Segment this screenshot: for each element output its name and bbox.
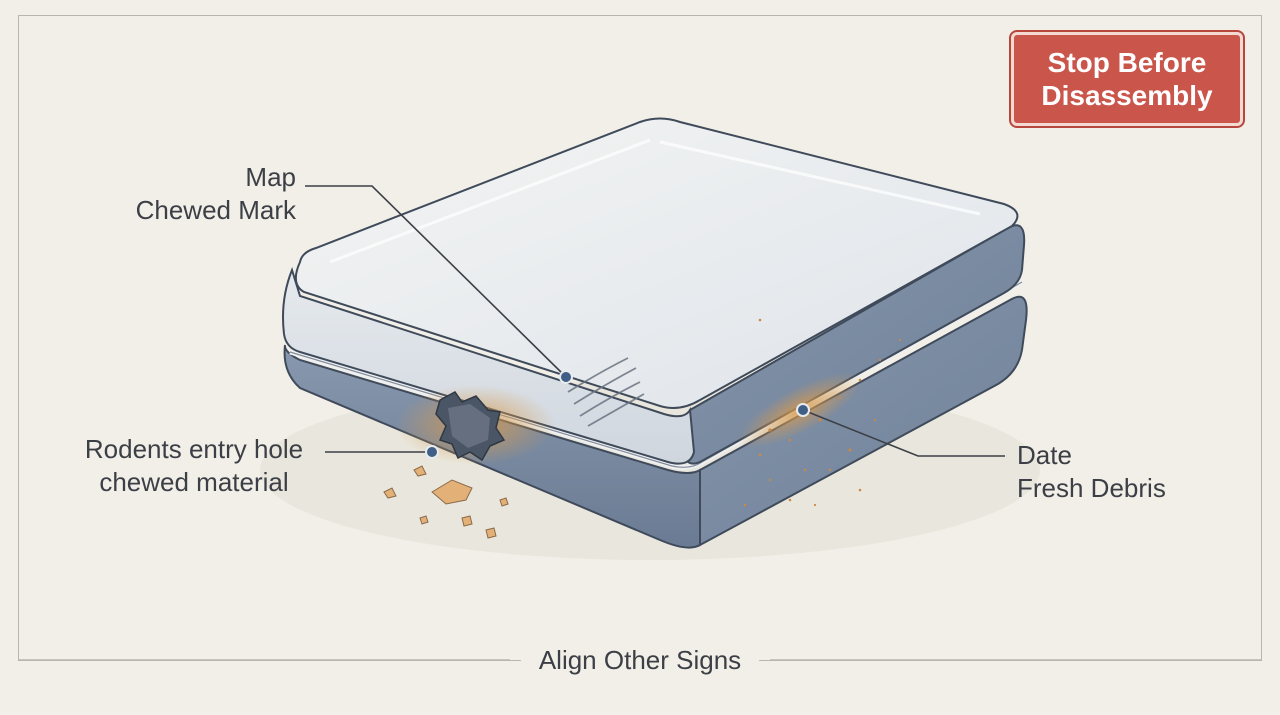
entry-hole-line-2: chewed material xyxy=(99,467,289,497)
debris-leader xyxy=(802,409,1005,457)
frame-right xyxy=(1261,15,1262,660)
entry-hole-label: Rodents entry hole chewed material xyxy=(70,433,318,499)
footer-caption: Align Other Signs xyxy=(520,645,760,675)
chewed-mark-line-2: Chewed Mark xyxy=(135,195,296,225)
stop-before-disassembly-badge: Stop Before Disassembly xyxy=(1009,30,1245,128)
callout-leaders xyxy=(18,185,1262,661)
chewed-mark-dot xyxy=(559,370,573,384)
top-cushion-surface xyxy=(294,117,1019,409)
debris-line-1: Date xyxy=(1017,440,1072,470)
entry-hole-line-1: Rodents entry hole xyxy=(84,434,304,464)
chewed-chunks xyxy=(383,465,509,539)
debris-line-2: Fresh Debris xyxy=(1017,473,1166,503)
footer-caption-row: Align Other Signs xyxy=(0,644,1280,677)
debris-specks xyxy=(743,318,902,507)
chewed-mark-label: Map Chewed Mark xyxy=(118,161,296,227)
debris-dot xyxy=(796,403,810,417)
badge-line-1: Stop Before xyxy=(1047,47,1207,78)
badge-line-2: Disassembly xyxy=(1041,80,1213,111)
chewed-mark-leader xyxy=(305,185,567,378)
debris-label: Date Fresh Debris xyxy=(1017,439,1217,505)
chewed-mark-line-1: Map xyxy=(245,162,296,192)
top-cushion-front xyxy=(282,266,696,465)
frame-top xyxy=(18,15,1262,16)
scratch-marks xyxy=(567,357,645,427)
frame-left xyxy=(18,15,19,660)
entry-hole-dot xyxy=(425,445,439,459)
